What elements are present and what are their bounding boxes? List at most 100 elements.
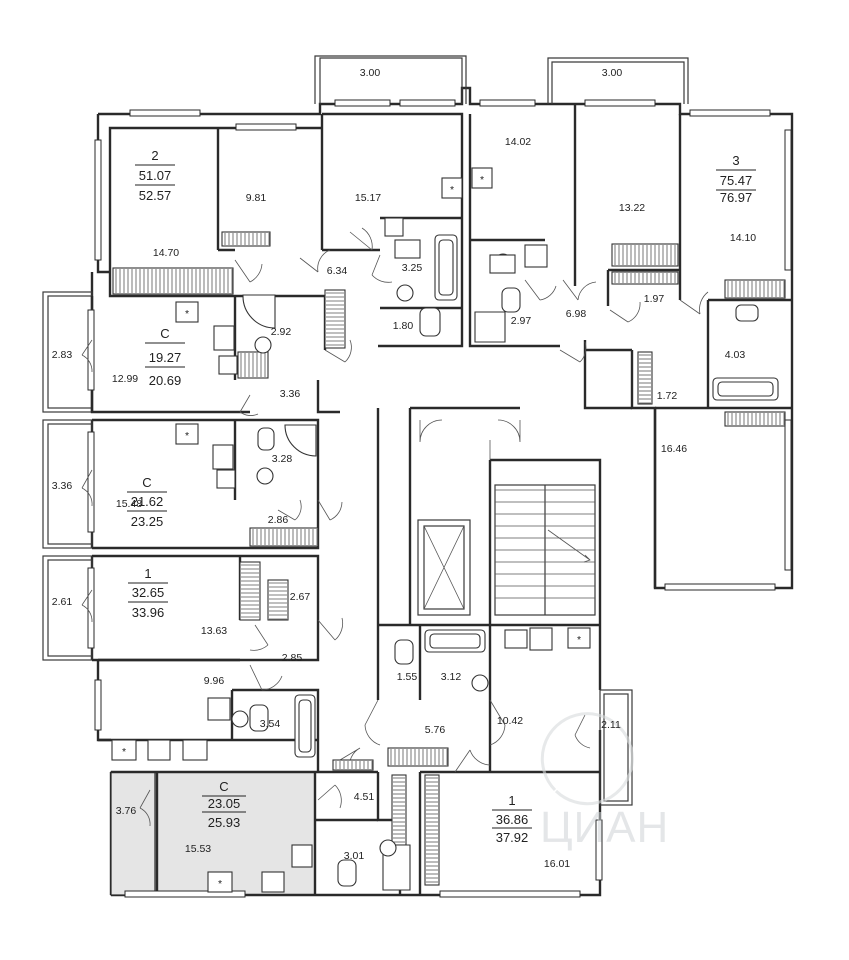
room-area: 10.42	[497, 715, 523, 727]
svg-text:20.69: 20.69	[149, 373, 182, 388]
window	[94, 679, 102, 731]
room-area: 13.22	[619, 202, 645, 214]
window	[664, 583, 776, 591]
room-area: 3.01	[344, 850, 365, 862]
room-labels: 14.70 9.81 15.17 14.02 13.22 14.10 6.34 …	[52, 136, 757, 870]
room-area: 2.11	[601, 719, 621, 731]
svg-text:3: 3	[732, 153, 739, 168]
window	[235, 123, 297, 131]
wardrobe	[112, 267, 234, 295]
svg-text:23.25: 23.25	[131, 514, 164, 529]
room-area: 1.72	[657, 390, 678, 402]
svg-text:36.86: 36.86	[496, 812, 529, 827]
room-area: 15.53	[185, 843, 211, 855]
window	[784, 419, 792, 571]
apartment-3-label: 3 75.47 76.97	[716, 153, 756, 205]
sanitary-fixtures	[111, 167, 779, 893]
right-loggia	[599, 689, 633, 806]
windows	[87, 99, 792, 898]
apartment-2-label: 2 51.07 52.57	[135, 148, 175, 203]
window	[399, 99, 456, 107]
room-area: 3.54	[260, 718, 281, 730]
room-area: 1.97	[644, 293, 665, 305]
watermark: ЦИАН	[540, 712, 669, 852]
window	[595, 819, 603, 881]
elevator	[417, 519, 471, 616]
fridge-mark: *	[480, 174, 484, 186]
window	[124, 890, 246, 898]
svg-text:1: 1	[144, 566, 151, 581]
top-balconies	[314, 55, 689, 104]
fridge-mark: *	[185, 308, 189, 320]
window	[94, 139, 102, 261]
room-area: 2.92	[271, 326, 292, 338]
room-area: 13.63	[201, 625, 227, 637]
room-area: 1.55	[397, 671, 418, 683]
highlighted-apartment[interactable]	[111, 772, 315, 895]
window	[584, 99, 656, 107]
room-area: 14.10	[730, 232, 756, 244]
room-area: 14.70	[153, 247, 179, 259]
doors	[81, 227, 709, 827]
room-area: 15.17	[355, 192, 381, 204]
room-area: 3.76	[116, 805, 137, 817]
wardrobe	[267, 579, 289, 621]
wardrobe	[221, 231, 271, 247]
svg-text:75.47: 75.47	[720, 173, 753, 188]
room-area: 12.99	[112, 373, 138, 385]
room-area: 2.86	[268, 514, 289, 526]
watermark-text: ЦИАН	[540, 803, 669, 852]
room-area: 2.83	[52, 349, 73, 361]
wardrobe	[637, 351, 653, 405]
apartment-studio-1-label: С 19.27 20.69	[145, 326, 185, 388]
svg-text:2: 2	[151, 148, 158, 163]
window	[439, 890, 581, 898]
room-area: 6.34	[327, 265, 348, 277]
svg-text:С: С	[142, 475, 151, 490]
svg-text:С: С	[160, 326, 169, 341]
room-area: 16.46	[661, 443, 687, 455]
room-area: 16.01	[544, 858, 570, 870]
svg-text:21.62: 21.62	[131, 494, 164, 509]
room-area: 3.28	[272, 453, 293, 465]
fridge-marks: * * * * * * *	[122, 174, 581, 890]
wardrobe	[611, 243, 679, 267]
svg-text:3.00: 3.00	[602, 67, 623, 79]
window	[479, 99, 536, 107]
svg-text:23.05: 23.05	[208, 796, 241, 811]
room-area: 3.36	[52, 480, 73, 492]
fridge-mark: *	[577, 634, 581, 646]
apartment-1-left-label: 1 32.65 33.96	[128, 566, 168, 620]
apartment-studio-3-label[interactable]: С 23.05 25.93	[202, 779, 246, 830]
window	[784, 129, 792, 271]
room-area: 2.67	[290, 591, 311, 603]
wardrobe	[324, 289, 346, 349]
fridge-mark: *	[185, 430, 189, 442]
wardrobe	[332, 759, 374, 771]
room-area: 1.80	[393, 320, 414, 332]
wardrobe	[249, 527, 319, 547]
room-area: 15.48	[116, 498, 142, 510]
svg-text:С: С	[219, 779, 228, 794]
window	[87, 309, 95, 391]
window	[87, 567, 95, 649]
bottom-left-loggia	[110, 771, 156, 896]
fridge-mark: *	[450, 184, 454, 196]
room-area: 5.76	[425, 724, 446, 736]
svg-text:3.00: 3.00	[360, 67, 381, 79]
fridge-mark: *	[218, 878, 222, 890]
svg-text:19.27: 19.27	[149, 350, 182, 365]
wardrobe	[239, 561, 261, 621]
svg-text:1: 1	[508, 793, 515, 808]
window	[129, 109, 201, 117]
window	[334, 99, 391, 107]
room-area: 9.81	[246, 192, 267, 204]
svg-text:37.92: 37.92	[496, 830, 529, 845]
window	[87, 431, 95, 533]
svg-text:25.93: 25.93	[208, 815, 241, 830]
room-area: 6.98	[566, 308, 587, 320]
room-area: 4.03	[725, 349, 746, 361]
wardrobes	[112, 231, 786, 886]
fridge-mark: *	[122, 746, 126, 758]
